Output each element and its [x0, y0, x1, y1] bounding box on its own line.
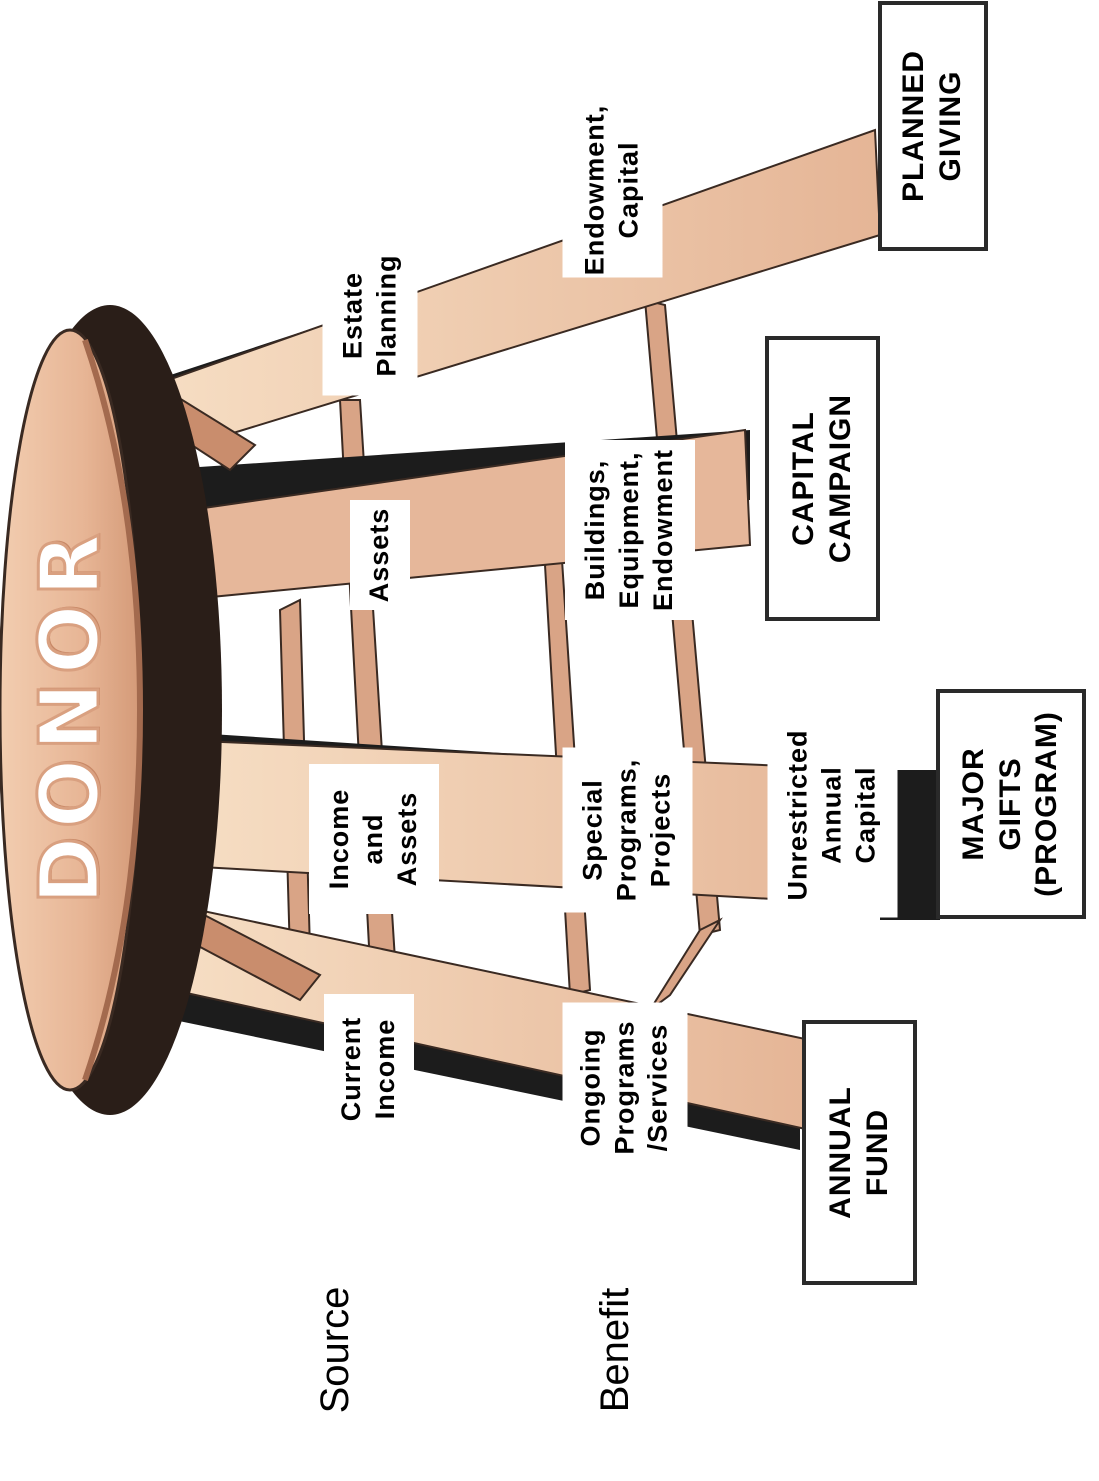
benefit-endowment-capital: Endowment, Capital — [562, 102, 663, 278]
stool-legs — [108, 128, 882, 1132]
benefit-buildings: Buildings, Equipment, Endowment — [565, 440, 695, 620]
axis-benefit-label: Benefit — [592, 1287, 637, 1413]
rung-lower-b — [649, 917, 723, 1011]
benefit-unrestricted: Unrestricted Annual Capital — [767, 712, 898, 918]
source-current-income: Current Income — [324, 994, 414, 1144]
benefit-special: Special Programs, Projects — [562, 747, 693, 913]
program-planned-giving: PLANNED GIVING — [878, 1, 988, 251]
axis-source-label: Source — [312, 1286, 357, 1414]
stool-seat — [0, 305, 222, 1115]
program-major-gifts: MAJOR GIFTS (PROGRAM) — [936, 689, 1086, 919]
benefit-ongoing: Ongoing Programs /Services — [562, 1002, 688, 1173]
program-annual-fund: ANNUAL FUND — [802, 1020, 917, 1285]
seat-title: DONOR — [21, 524, 119, 906]
source-estate-planning: Estate Planning — [322, 235, 418, 396]
program-capital-campaign: CAPITAL CAMPAIGN — [765, 336, 880, 621]
source-income-and-assets: Income and Assets — [309, 764, 439, 914]
source-assets: Assets — [350, 500, 410, 610]
